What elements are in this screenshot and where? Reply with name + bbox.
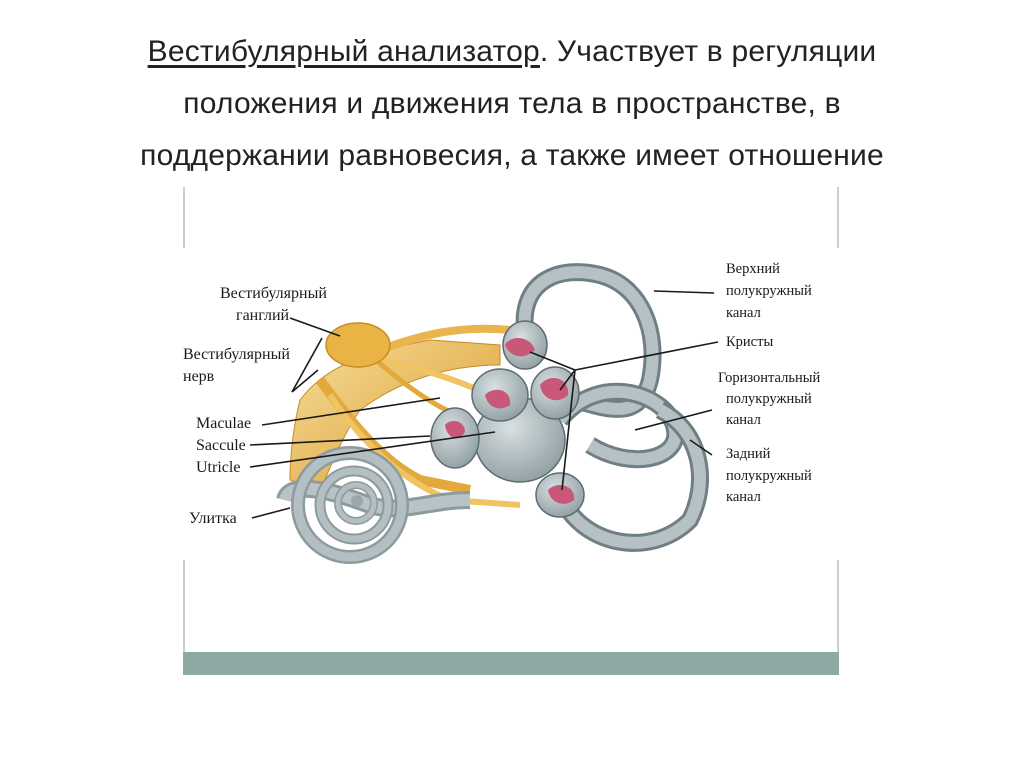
label-upper-canal-2: полукружный — [726, 283, 812, 299]
label-upper-canal-1: Верхний — [726, 261, 780, 277]
label-upper-canal-3: канал — [726, 305, 761, 321]
label-horizontal-canal-3: канал — [726, 412, 761, 428]
label-maculae: Maculae — [196, 415, 251, 432]
frame-gap-left — [182, 248, 186, 560]
label-cristae: Кристы — [726, 334, 773, 350]
label-ganglion-2: ганглий — [236, 307, 290, 324]
label-nerve-1: Вестибулярный — [183, 346, 290, 363]
label-posterior-canal-2: полукружный — [726, 468, 812, 484]
label-saccule: Saccule — [196, 437, 246, 454]
cristae — [485, 338, 575, 504]
title-line-3: поддержании равновесия, а также имеет от… — [140, 139, 884, 172]
semicircular-canals — [515, 263, 709, 552]
label-utricle: Utricle — [196, 459, 240, 476]
leader-lines — [249, 290, 719, 519]
macula — [445, 420, 465, 439]
label-ganglion-1: Вестибулярный — [220, 285, 327, 302]
vestibular-ganglion — [325, 322, 391, 368]
label-horizontal-canal-2: полукружный — [726, 391, 812, 407]
label-horizontal-canal-1: Горизонтальный — [718, 370, 820, 386]
slide-title: Вестибулярный анализатор. Участвует в ре… — [40, 26, 984, 182]
title-line-1-rest: . Участвует в регуляции — [539, 35, 877, 68]
figure-frame-bar — [183, 652, 839, 675]
label-nerve-2: нерв — [183, 368, 215, 385]
label-posterior-canal-1: Задний — [726, 446, 771, 462]
title-line-2: положения и движения тела в пространстве… — [183, 87, 841, 120]
label-posterior-canal-3: канал — [726, 489, 761, 505]
frame-gap-right — [837, 248, 841, 560]
label-cochlea: Улитка — [189, 510, 237, 527]
cochlea — [276, 446, 471, 564]
title-line-1: Вестибулярный анализатор. Участвует в ре… — [40, 26, 984, 78]
title-underlined-term: Вестибулярный анализатор — [147, 35, 540, 68]
